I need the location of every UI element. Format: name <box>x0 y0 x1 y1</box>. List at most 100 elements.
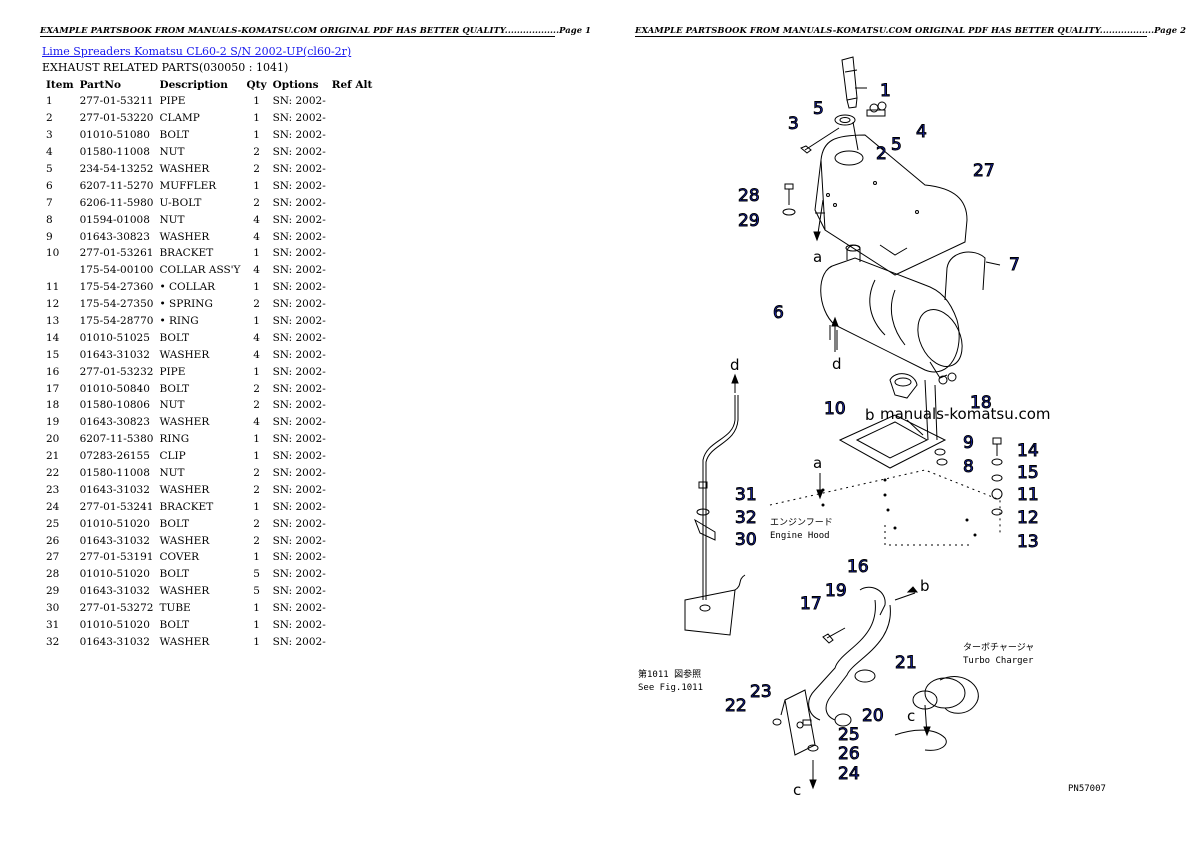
callout-5-b: 5 <box>891 135 902 155</box>
cell-options: SN: 2002- <box>272 129 326 142</box>
cell-partno: 01594-01008 <box>79 213 150 226</box>
callout-13: 13 <box>1017 532 1039 552</box>
callout-15: 15 <box>1017 463 1039 483</box>
cell-item: 17 <box>46 382 60 395</box>
cell-description: BRACKET <box>159 247 214 260</box>
cell-options: SN: 2002- <box>272 635 326 648</box>
lower-bracket-drawing <box>772 689 819 790</box>
cell-item: 4 <box>46 146 53 159</box>
cell-options: SN: 2002- <box>272 331 326 344</box>
cell-description: • COLLAR <box>159 281 216 294</box>
col-header-partno: PartNo <box>79 78 121 91</box>
callout-7: 7 <box>1009 255 1020 275</box>
cell-description: NUT <box>159 399 185 412</box>
cover-drawing <box>813 134 968 276</box>
callout-3: 3 <box>788 114 799 134</box>
letter-c-bottom: c <box>793 781 801 799</box>
cell-refalt <box>329 211 376 228</box>
cell-description: WASHER <box>159 163 210 175</box>
cell-options: SN: 2002- <box>272 179 326 192</box>
callout-labels: 1 2 3 4 5 5 6 7 8 9 10 11 12 13 14 15 16… <box>725 81 1040 785</box>
clamp-drawing <box>800 101 887 154</box>
engine-hood-drawing <box>769 469 1001 546</box>
model-title-link[interactable]: Lime Spreaders Komatsu CL60-2 S/N 2002-U… <box>42 45 352 58</box>
callout-1: 1 <box>880 81 891 101</box>
cell-options: SN: 2002- <box>272 399 326 412</box>
cell-item: 30 <box>46 602 60 615</box>
cell-item: 10 <box>46 247 60 260</box>
cell-description: BOLT <box>159 568 190 581</box>
cell-refalt <box>329 346 376 363</box>
engine-hood-en: Engine Hood <box>770 531 830 541</box>
cell-description: WASHER <box>159 416 210 429</box>
letter-d-tube: d <box>730 356 740 374</box>
callout-26: 26 <box>838 744 860 764</box>
cell-description: CLIP <box>159 450 186 463</box>
cell-refalt <box>329 397 376 414</box>
cell-qty: 5 <box>253 585 260 598</box>
callout-2: 2 <box>876 144 887 164</box>
cell-qty: 4 <box>253 264 260 277</box>
cell-qty: 1 <box>253 281 260 294</box>
cell-qty: 2 <box>253 467 260 480</box>
cell-refalt <box>329 296 376 313</box>
callout-29: 29 <box>738 211 760 231</box>
cell-item: 25 <box>46 517 60 530</box>
cell-item: 6 <box>46 179 53 192</box>
cell-refalt <box>329 532 376 549</box>
cell-options: SN: 2002- <box>272 450 326 463</box>
cell-qty: 2 <box>253 196 260 209</box>
cell-description: • RING <box>159 315 199 328</box>
cell-description: NUT <box>159 467 185 480</box>
cell-item: 28 <box>46 568 60 581</box>
cell-description: TUBE <box>159 602 191 615</box>
letter-a-hood: a <box>813 454 822 472</box>
exhaust-pipe-drawing <box>808 586 979 751</box>
cell-item: 8 <box>46 213 53 226</box>
cell-refalt <box>329 515 376 532</box>
cell-description: MUFFLER <box>159 179 217 192</box>
cell-refalt <box>329 279 376 296</box>
cell-partno: 01643-31032 <box>79 348 150 361</box>
cell-options: SN: 2002- <box>272 146 326 159</box>
cell-partno: 175-54-28770 <box>79 315 154 328</box>
cell-refalt <box>329 600 376 617</box>
cell-qty: 1 <box>253 112 260 125</box>
cell-refalt <box>329 194 376 211</box>
cell-partno: 175-54-27360 <box>79 281 154 294</box>
cell-item: 1 <box>46 95 53 108</box>
cell-options: SN: 2002- <box>272 382 326 395</box>
cell-options: SN: 2002- <box>272 585 326 598</box>
cell-qty: 1 <box>253 551 260 564</box>
cell-partno: 277-01-53272 <box>79 602 154 615</box>
cell-qty: 1 <box>253 433 260 446</box>
cell-qty: 4 <box>253 331 260 344</box>
cell-refalt <box>329 617 376 634</box>
cell-item: 21 <box>46 450 60 463</box>
cell-description: WASHER <box>159 230 210 243</box>
cell-qty: 2 <box>253 517 260 530</box>
letter-b-pipe: b <box>920 577 930 595</box>
cell-partno: 277-01-53261 <box>79 247 154 260</box>
cell-options: SN: 2002- <box>272 619 326 632</box>
cell-partno: 01010-51020 <box>79 568 150 581</box>
cell-partno: 01010-51080 <box>79 129 150 142</box>
u-bolt-drawing <box>944 251 1001 301</box>
cell-refalt <box>329 110 376 127</box>
cell-partno: 01643-30823 <box>79 416 150 429</box>
cell-partno: 01010-51025 <box>79 331 150 344</box>
letter-c-turbo: c <box>907 707 915 725</box>
callout-32: 32 <box>735 508 757 528</box>
parts-list-page: EXAMPLE PARTSBOOK FROM MANUALS-KOMATSU.C… <box>40 25 591 651</box>
